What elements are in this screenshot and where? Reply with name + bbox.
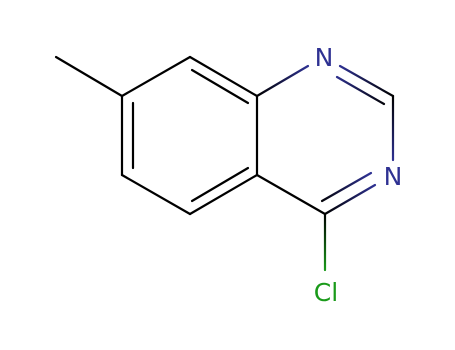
bonds	[54, 55, 395, 272]
bond-n3-c4-inner	[320, 171, 373, 203]
atom-label-n1: N	[315, 43, 334, 72]
bond-n3-c4	[323, 183, 377, 216]
atom-label-n3: N	[384, 162, 403, 191]
bond-c5-c6	[120, 173, 192, 216]
bond-c7-c8	[120, 55, 192, 98]
bond-c4a-c5	[188, 173, 259, 216]
bond-n1-c2-inner	[335, 75, 386, 106]
bond-c8-c8a-inner	[190, 68, 250, 105]
atom-labels: N N Cl	[314, 43, 403, 307]
atom-label-cl: Cl	[314, 278, 338, 307]
bond-c4a-c5-inner	[190, 166, 250, 203]
bond-n1-c2	[338, 64, 395, 98]
bond-c8-c8a	[188, 55, 259, 98]
bond-c4-c4a	[255, 173, 327, 216]
bond-c8a-n1	[255, 64, 310, 98]
bond-c7-methyl	[54, 55, 124, 98]
